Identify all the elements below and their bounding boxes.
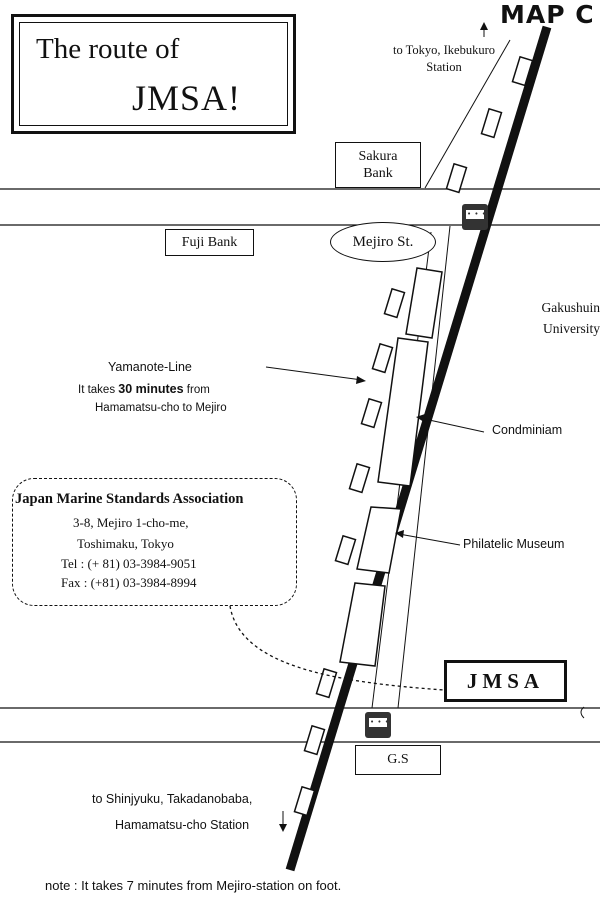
north-leader-line xyxy=(424,39,511,189)
fax-number: (+81) 03-3984-8994 xyxy=(90,575,197,590)
railway-tie xyxy=(383,287,406,319)
address-fax: Fax : (+81) 03-3984-8994 xyxy=(61,575,197,591)
title-line-1: The route of xyxy=(36,33,180,65)
railway-tie xyxy=(480,107,503,139)
fuji-bank-label: Fuji Bank xyxy=(165,229,254,256)
tel-label: Tel : xyxy=(61,556,85,571)
south-direction-line-2: Hamamatsu-cho Station xyxy=(115,818,250,832)
address-organization: Japan Marine Standards Association xyxy=(15,491,244,507)
title-box: The route of JMSA! xyxy=(11,14,296,134)
railway-tie xyxy=(348,462,371,494)
railway-tie xyxy=(303,724,326,756)
railway-time-label: It takes 30 minutes from xyxy=(78,382,210,398)
road-end-mark xyxy=(580,706,585,719)
building-block xyxy=(339,582,386,667)
fax-label: Fax : xyxy=(61,575,88,590)
gakushuin-university-label: Gakushuin University xyxy=(541,300,600,336)
mejiro-station-label: Mejiro St. xyxy=(330,222,436,262)
building-block xyxy=(405,267,443,339)
address-leader-dashed xyxy=(229,605,445,691)
railway-time-suffix: from xyxy=(186,384,210,396)
railway-time-prefix: It takes xyxy=(78,384,116,396)
railway-tie xyxy=(315,667,338,699)
condominium-label: Condminiam xyxy=(492,423,563,437)
side-street-east xyxy=(397,225,451,709)
map-label: MAP C xyxy=(500,0,595,29)
yamanote-line-track xyxy=(285,25,552,872)
gas-station-icon: • • • xyxy=(462,204,488,230)
south-arrow-head xyxy=(279,824,287,832)
gas-station-icon: • • • xyxy=(365,712,391,738)
railway-pointer-arrowhead xyxy=(356,376,366,384)
museum-pointer-line xyxy=(398,533,461,546)
railway-tie xyxy=(511,55,534,87)
north-direction-label: to Tokyo, Ikebukuro Station xyxy=(392,43,495,74)
railway-tie xyxy=(334,534,357,566)
railway-tie xyxy=(445,162,468,194)
railway-name-label: Yamanote-Line xyxy=(108,360,192,374)
railway-time-bold: 30 minutes xyxy=(118,382,184,396)
museum-pointer-arrowhead xyxy=(395,530,404,538)
railway-tie xyxy=(360,397,383,429)
title-box-inner-frame xyxy=(19,22,288,126)
railway-ties xyxy=(293,55,534,817)
sakura-bank-label: Sakura Bank xyxy=(335,142,421,188)
condominium-pointer-arrowhead xyxy=(416,414,425,422)
footer-note: note : It takes 7 minutes from Mejiro-st… xyxy=(45,878,342,893)
railway-pointer-line xyxy=(265,366,363,381)
philatelic-museum-label: Philatelic Museum xyxy=(463,537,565,551)
south-direction-line-1: to Shinjyuku, Takadanobaba, xyxy=(92,792,253,806)
condominium-pointer-line xyxy=(419,417,485,433)
building-block xyxy=(356,506,402,574)
railway-route-label: Hamamatsu-cho to Mejiro xyxy=(95,402,227,414)
title-line-2: JMSA! xyxy=(132,78,242,118)
address-card: Japan Marine Standards Association 3-8, … xyxy=(12,478,297,606)
gas-station-label: G.S xyxy=(355,745,441,775)
railway-tie xyxy=(371,342,394,374)
address-line-2: Toshimaku, Tokyo xyxy=(77,536,174,551)
railway-tie xyxy=(293,785,316,817)
address-line-1: 3-8, Mejiro 1-cho-me, xyxy=(73,515,189,530)
north-arrow-head xyxy=(480,22,488,30)
building-block xyxy=(377,337,429,487)
jmsa-location-label: JMSA xyxy=(444,660,567,702)
address-telephone: Tel : (+ 81) 03-3984-9051 xyxy=(61,556,197,572)
tel-number: (+ 81) 03-3984-9051 xyxy=(87,556,197,571)
